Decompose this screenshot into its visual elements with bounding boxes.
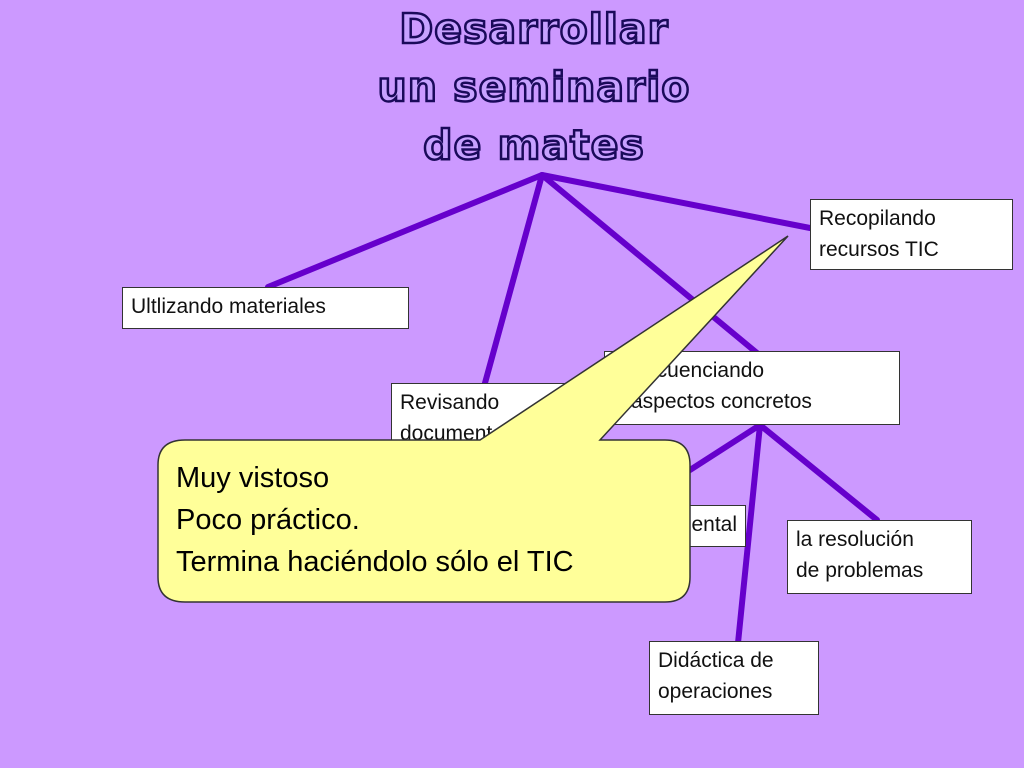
node-text-line: aspectos concretos [631,390,812,413]
node-text-line: operaciones [658,680,773,703]
connector-to-didactica [735,422,763,646]
node-text-line: Recopilando [819,207,936,230]
callout-line: Muy vistoso [176,462,330,494]
title-line-1: Desarrollar [398,4,669,55]
node-utilizando-materiales: Ultlizando materiales [122,287,409,329]
connector-to-materiales [265,172,545,290]
connector-to-calculo [687,422,763,473]
connector-to-resolucion [757,422,880,523]
node-didactica-operaciones: Didáctica de operaciones [649,641,819,715]
callout-line: Termina haciéndolo sólo el TIC [176,546,574,578]
callout-shape [157,235,789,603]
node-text-line: de problemas [796,559,924,582]
node-recopilando-recursos: Recopilando recursos TIC [810,199,1013,270]
connector-to-revisando [482,172,545,386]
title-line-3: de mates [422,120,645,171]
title-line-2: un seminario [376,62,691,113]
callout-line: Poco práctico. [176,504,360,536]
connector-to-recopilando [539,172,813,231]
callout-text: Muy vistoso Poco práctico. Termina hacié… [176,457,676,583]
node-text-line: la resolución [796,528,914,551]
node-resolucion-problemas: la resolución de problemas [787,520,972,594]
node-text-line: Ultlizando materiales [131,295,326,318]
node-text-line: Didáctica de [658,649,774,672]
node-text-line: recursos TIC [819,238,939,261]
diagram-title: Desarrollar un seminario de mates [312,0,756,174]
connector-to-secuenciando [539,172,760,356]
node-text-line: Revisando [400,391,500,414]
